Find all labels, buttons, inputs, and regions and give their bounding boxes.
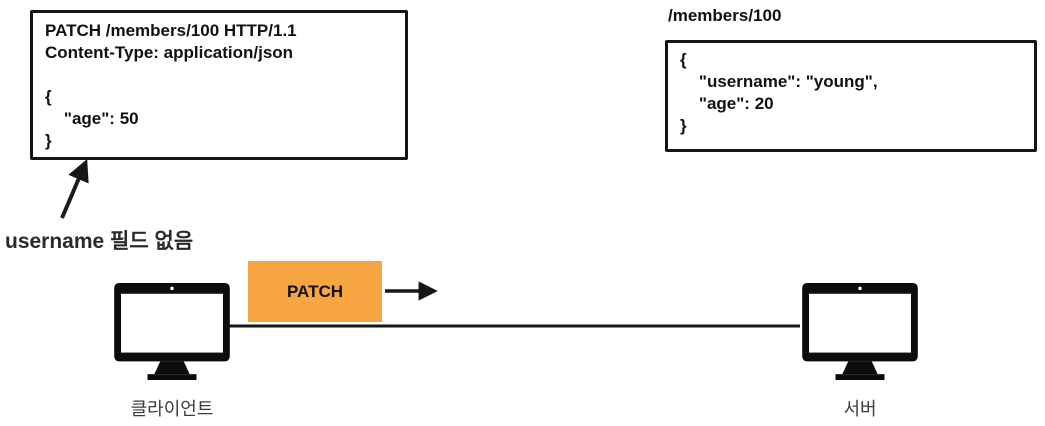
request-line: { xyxy=(45,87,52,106)
patch-method-box: PATCH xyxy=(248,261,382,322)
method-label: PATCH xyxy=(286,281,344,301)
resource-line: "age": 20 xyxy=(680,94,774,113)
request-line: } xyxy=(45,131,52,150)
server-node: 서버 xyxy=(799,283,921,421)
request-line: Content-Type: application/json xyxy=(45,43,294,62)
client-label: 클라이언트 xyxy=(130,399,214,419)
resource-line: { xyxy=(680,50,687,69)
request-line xyxy=(45,64,393,86)
request-line: PATCH /members/100 HTTP/1.1 xyxy=(45,21,297,40)
server-resource-box: { "username": "young", "age": 20 } xyxy=(665,40,1037,152)
client-node: 클라이언트 xyxy=(112,283,232,421)
server-monitor-icon xyxy=(802,283,918,381)
resource-line: } xyxy=(680,116,687,135)
resource-path-label: /members/100 xyxy=(668,6,782,25)
annotation-text: username 필드 없음 xyxy=(5,230,194,253)
annotation-arrow-icon xyxy=(60,158,89,219)
http-request-box: PATCH /members/100 HTTP/1.1 Content-Type… xyxy=(30,10,408,160)
server-label: 서버 xyxy=(843,399,877,419)
resource-line: "username": "young", xyxy=(680,72,878,91)
client-monitor-icon xyxy=(114,283,230,381)
request-line: "age": 50 xyxy=(45,109,139,128)
